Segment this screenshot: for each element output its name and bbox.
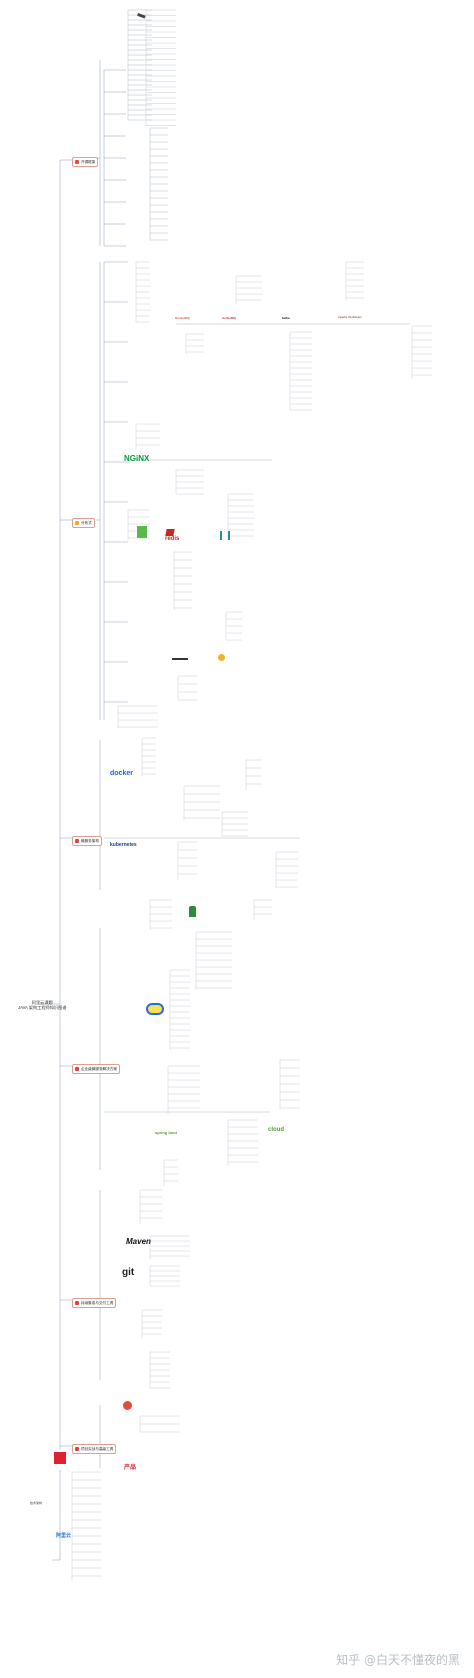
git-logo: git [122, 1267, 135, 1278]
connector-line [59, 159, 72, 1004]
branch-distributed[interactable]: 分布式 [72, 518, 95, 528]
aliyun-logo: 阿里云 [56, 1533, 72, 1539]
root-node[interactable]: 阿里云课题 JAVA 架构工程师知识图谱 [18, 1000, 66, 1010]
netease-icon [123, 1401, 132, 1410]
mybatis-icon [220, 531, 230, 540]
watermark-text: 知乎 @白天不懂夜的黑 [336, 1653, 460, 1667]
branch-microservices[interactable]: 微服务架构 [72, 836, 102, 846]
rocketmq-logo: RocketMQ [175, 316, 190, 320]
branch-badge-icon [75, 1446, 79, 1451]
kafka-logo: kafka [282, 316, 290, 320]
connector-line [52, 1470, 61, 1561]
spring-cloud-logo: cloud [268, 1127, 284, 1133]
branch-badge-icon [75, 159, 79, 164]
tomcat-figure-icon [189, 906, 196, 917]
branch-badge-icon [75, 1066, 79, 1071]
chan-logo: 产品 [124, 1465, 137, 1471]
zookeeper-logo: Apache ZooKeeper [338, 316, 362, 319]
spring-icon [137, 526, 147, 538]
mycat-icon [172, 651, 188, 660]
spring-boot-logo: spring boot [155, 1130, 177, 1135]
redis-cube-icon [165, 529, 175, 536]
side-node[interactable]: 技术架构 [30, 1501, 43, 1505]
activemq-logo: ActiveMQ [222, 316, 236, 320]
kubernetes-logo: kubernetes [110, 842, 137, 848]
sun-icon [218, 654, 225, 661]
nginx-logo: NGiNX [124, 454, 150, 463]
root-title: 阿里云课题 [31, 1000, 53, 1005]
redis-logo: redis [165, 536, 180, 542]
mybatis-bird-icon [146, 1003, 164, 1015]
branch-projects[interactable]: 项目实战与高级工具 [72, 1444, 117, 1454]
docker-logo: docker [110, 770, 133, 777]
maven-logo: Maven [126, 1237, 151, 1246]
root-subtitle: JAVA 架构工程师知识图谱 [18, 1005, 67, 1010]
branch-ci-cd[interactable]: 持续集成与交付工具 [72, 1298, 117, 1308]
branch-badge-icon [75, 1300, 79, 1305]
branch-open-source[interactable]: 开源框架 [72, 157, 99, 167]
book-icon [54, 1452, 66, 1464]
branch-enterprise[interactable]: 企业级微服务解决方案 [72, 1064, 120, 1074]
branch-badge-icon [75, 838, 79, 843]
branch-badge-icon [75, 520, 79, 525]
